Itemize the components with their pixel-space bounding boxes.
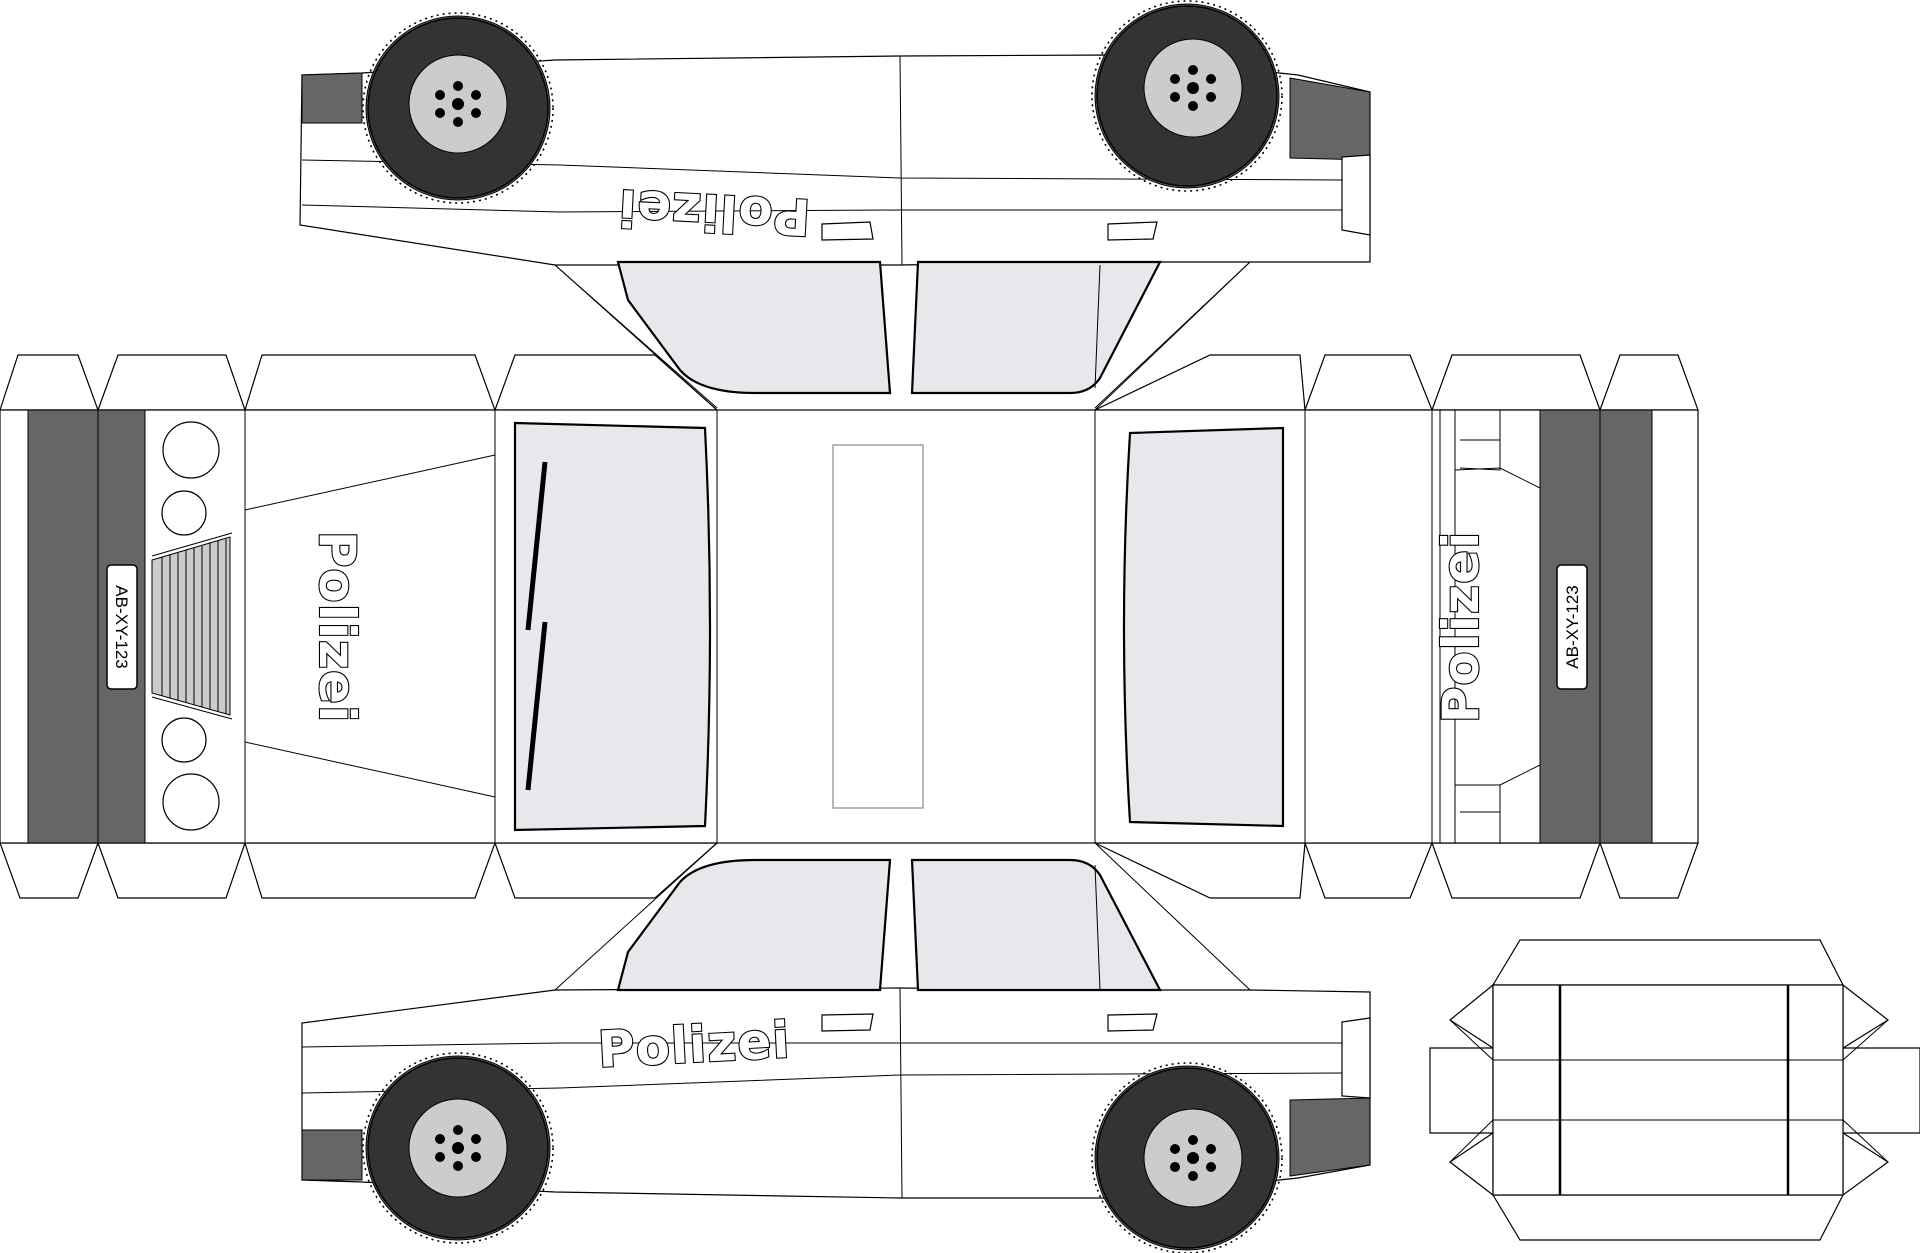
wheel-top-rear	[362, 12, 554, 204]
roof-panel	[832, 444, 924, 809]
rear-window	[1122, 426, 1285, 828]
grille-icon	[151, 532, 233, 720]
hood-polizei-label: Polizei	[308, 531, 366, 723]
base-box-net	[1429, 939, 1920, 1241]
side-top-front-bumper	[1289, 77, 1371, 161]
headlight-icon	[161, 490, 207, 536]
middle-strip: AB-XY-123 Polizei	[0, 261, 1699, 991]
license-plate-text-rear: AB-XY-123	[112, 585, 131, 668]
license-plate-front: AB-XY-123	[1556, 564, 1588, 690]
wheel-bottom-front	[1091, 1062, 1283, 1253]
windshield	[513, 421, 712, 832]
headlight-icon	[162, 773, 220, 831]
side-bottom-front-window	[910, 858, 1162, 992]
wheel-top-front	[1091, 0, 1283, 192]
side-top-front-window	[910, 260, 1162, 395]
side-top-rear-window	[616, 260, 892, 395]
windshield-wiper-icon	[525, 621, 548, 791]
side-top-headlight-slot	[1341, 154, 1371, 236]
trunk-polizei-label: Polizei	[1432, 531, 1490, 723]
wheel-bottom-rear	[362, 1052, 554, 1244]
side-bottom-polizei-label: Polizei	[597, 1011, 792, 1079]
headlight-icon	[161, 717, 207, 763]
side-bottom-front-bumper	[1289, 1097, 1371, 1177]
side-top-rear-bumper	[301, 72, 363, 124]
windshield-wiper-icon	[525, 461, 548, 631]
side-top-polizei-label: Polizei	[617, 178, 812, 246]
front-bumper-outer	[1599, 409, 1653, 844]
license-plate-rear: AB-XY-123	[106, 564, 138, 690]
side-bottom-rear-window	[616, 858, 892, 992]
rear-bumper	[27, 409, 99, 844]
headlight-icon	[162, 421, 220, 479]
license-plate-text-front: AB-XY-123	[1563, 585, 1582, 668]
side-bottom-rear-bumper	[301, 1129, 363, 1181]
